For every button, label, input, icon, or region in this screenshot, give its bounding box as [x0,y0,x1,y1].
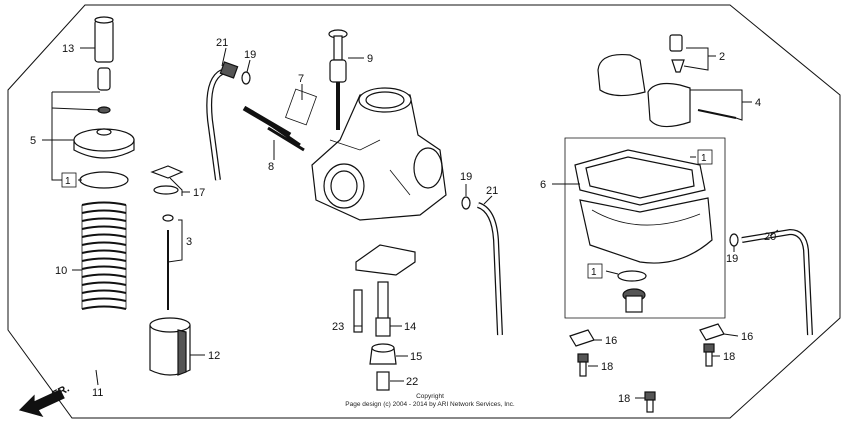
callout-11: 11 [92,387,103,399]
callout-20: 20 [764,231,776,243]
screw-18-left[interactable] [577,353,589,377]
hose-21-left[interactable] [206,61,239,181]
callout-18-bottom: 18 [618,393,630,405]
throttle-valve-12[interactable] [149,317,191,376]
cap-13[interactable] [94,16,114,63]
callout-7: 7 [298,73,304,85]
top-cap-5[interactable] [73,128,135,159]
callout-13: 13 [62,43,74,55]
screw-18-right[interactable] [703,343,715,367]
drain-plug[interactable] [622,288,646,313]
copyright-notice: Copyright Page design (c) 2004 - 2014 by… [330,393,530,409]
plunger-9[interactable] [328,29,348,130]
clip-19-right[interactable] [729,233,739,247]
callout-16-right: 16 [741,331,753,343]
callout-21-right: 21 [486,185,498,197]
assembly-frame [7,4,841,419]
callout-18-right: 18 [723,351,735,363]
clip-19-left[interactable] [241,71,251,85]
needle-jet-14[interactable] [375,281,391,337]
callout-9: 9 [367,53,373,65]
screw-18-bottom[interactable] [644,391,656,413]
callout-4: 4 [755,97,761,109]
float-chamber-6[interactable] [579,197,713,264]
gasket-1-top[interactable] [574,149,706,206]
jet-needle-3[interactable] [162,214,174,310]
stay-16-right[interactable] [699,323,725,341]
box-1-bottom-right [587,263,603,279]
callout-1-left: 1 [65,176,71,187]
callout-16-left: 16 [605,335,617,347]
copyright-line-1: Copyright [416,393,444,400]
hose-20[interactable] [741,228,813,336]
callout-19-right: 19 [726,253,738,265]
main-jet-22[interactable] [376,371,390,391]
carburetor-body[interactable] [311,87,447,221]
o-ring-1[interactable] [79,171,129,189]
main-jet-holder-15[interactable] [369,343,397,365]
callout-14: 14 [404,321,416,333]
float-4[interactable] [597,53,737,128]
o-ring-1-bottom[interactable] [617,270,647,282]
callout-12: 12 [208,350,220,362]
valve-seat-2[interactable] [669,34,685,73]
callout-23: 23 [332,321,344,333]
callout-1-bottom-right: 1 [591,267,597,278]
screw-set-8[interactable] [242,88,317,152]
clip-19-mid[interactable] [461,196,471,210]
callout-5: 5 [30,135,36,147]
clip-17[interactable] [150,165,184,195]
callout-19-mid: 19 [460,171,472,183]
callout-19-left: 19 [244,49,256,61]
spring-10[interactable] [81,201,127,310]
callout-6: 6 [540,179,546,191]
box-1-left [61,172,77,188]
callout-2: 2 [719,51,725,63]
float-chamber-frame [564,137,726,319]
stay-16-left[interactable] [569,329,595,347]
adjuster[interactable] [97,67,111,114]
callout-22: 22 [406,376,418,388]
copyright-line-2: Page design (c) 2004 - 2014 by ARI Netwo… [345,401,515,408]
callout-21-left: 21 [216,37,228,49]
pilot-jet-23[interactable] [353,289,363,333]
callout-8: 8 [268,161,274,173]
callout-1-top-right: 1 [701,153,707,164]
leader-lines [42,47,779,399]
callout-15: 15 [410,351,422,363]
callout-3: 3 [186,236,192,248]
hose-21-right[interactable] [476,202,503,336]
callout-10: 10 [55,265,67,277]
callout-18-left: 18 [601,361,613,373]
front-arrow-icon [18,389,65,418]
callout-17: 17 [193,187,205,199]
box-1-top-right [697,149,713,165]
float-bracket[interactable] [355,244,416,276]
